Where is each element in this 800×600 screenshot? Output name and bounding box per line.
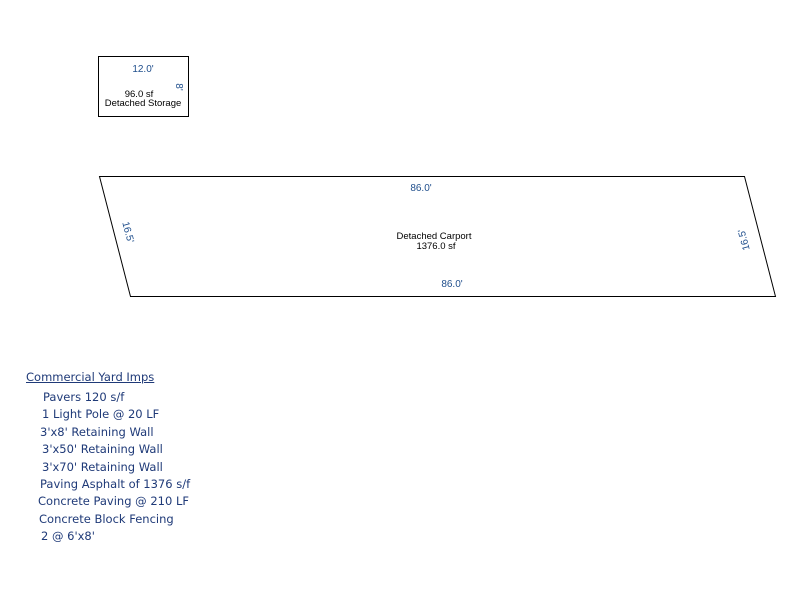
- carport-outline: [98, 176, 777, 297]
- notes-item: 3'x50' Retaining Wall: [42, 442, 163, 457]
- storage-side-dimension: 8': [173, 83, 184, 91]
- carport-left-dimension: 16.5': [119, 221, 135, 245]
- notes-item: Concrete Paving @ 210 LF: [38, 494, 189, 509]
- carport-right-dimension: 16.5': [736, 228, 752, 252]
- notes-item: 3'x70' Retaining Wall: [42, 459, 163, 474]
- notes-title: Commercial Yard Imps: [26, 370, 155, 384]
- notes-item: Pavers 120 s/f: [43, 390, 125, 404]
- storage-top-dimension: 12.0': [132, 64, 153, 75]
- notes-item: 2 @ 6'x8': [41, 529, 95, 544]
- carport-structure[interactable]: 86.0' 86.0' 16.5' 16.5' Detached Carport…: [98, 176, 777, 297]
- carport-area: 1376.0 sf: [416, 241, 455, 252]
- carport-top-dimension: 86.0': [410, 183, 431, 194]
- storage-outline: [98, 56, 189, 117]
- notes-item: 3'x8' Retaining Wall: [40, 424, 154, 439]
- storage-area: 96.0 sf: [125, 89, 154, 100]
- carport-bottom-dimension: 86.0': [441, 279, 462, 290]
- notes-item: Paving Asphalt of 1376 s/f: [40, 476, 191, 491]
- notes-item: Concrete Block Fencing: [39, 511, 174, 526]
- carport-name: Detached Carport: [397, 231, 472, 242]
- storage-building[interactable]: 12.0' 8' 96.0 sf Detached Storage: [98, 56, 189, 117]
- yard-improvements-notes: Commercial Yard Imps Pavers 120 s/f 1 Li…: [26, 370, 190, 546]
- notes-item: 1 Light Pole @ 20 LF: [42, 407, 160, 422]
- storage-name: Detached Storage: [105, 98, 182, 109]
